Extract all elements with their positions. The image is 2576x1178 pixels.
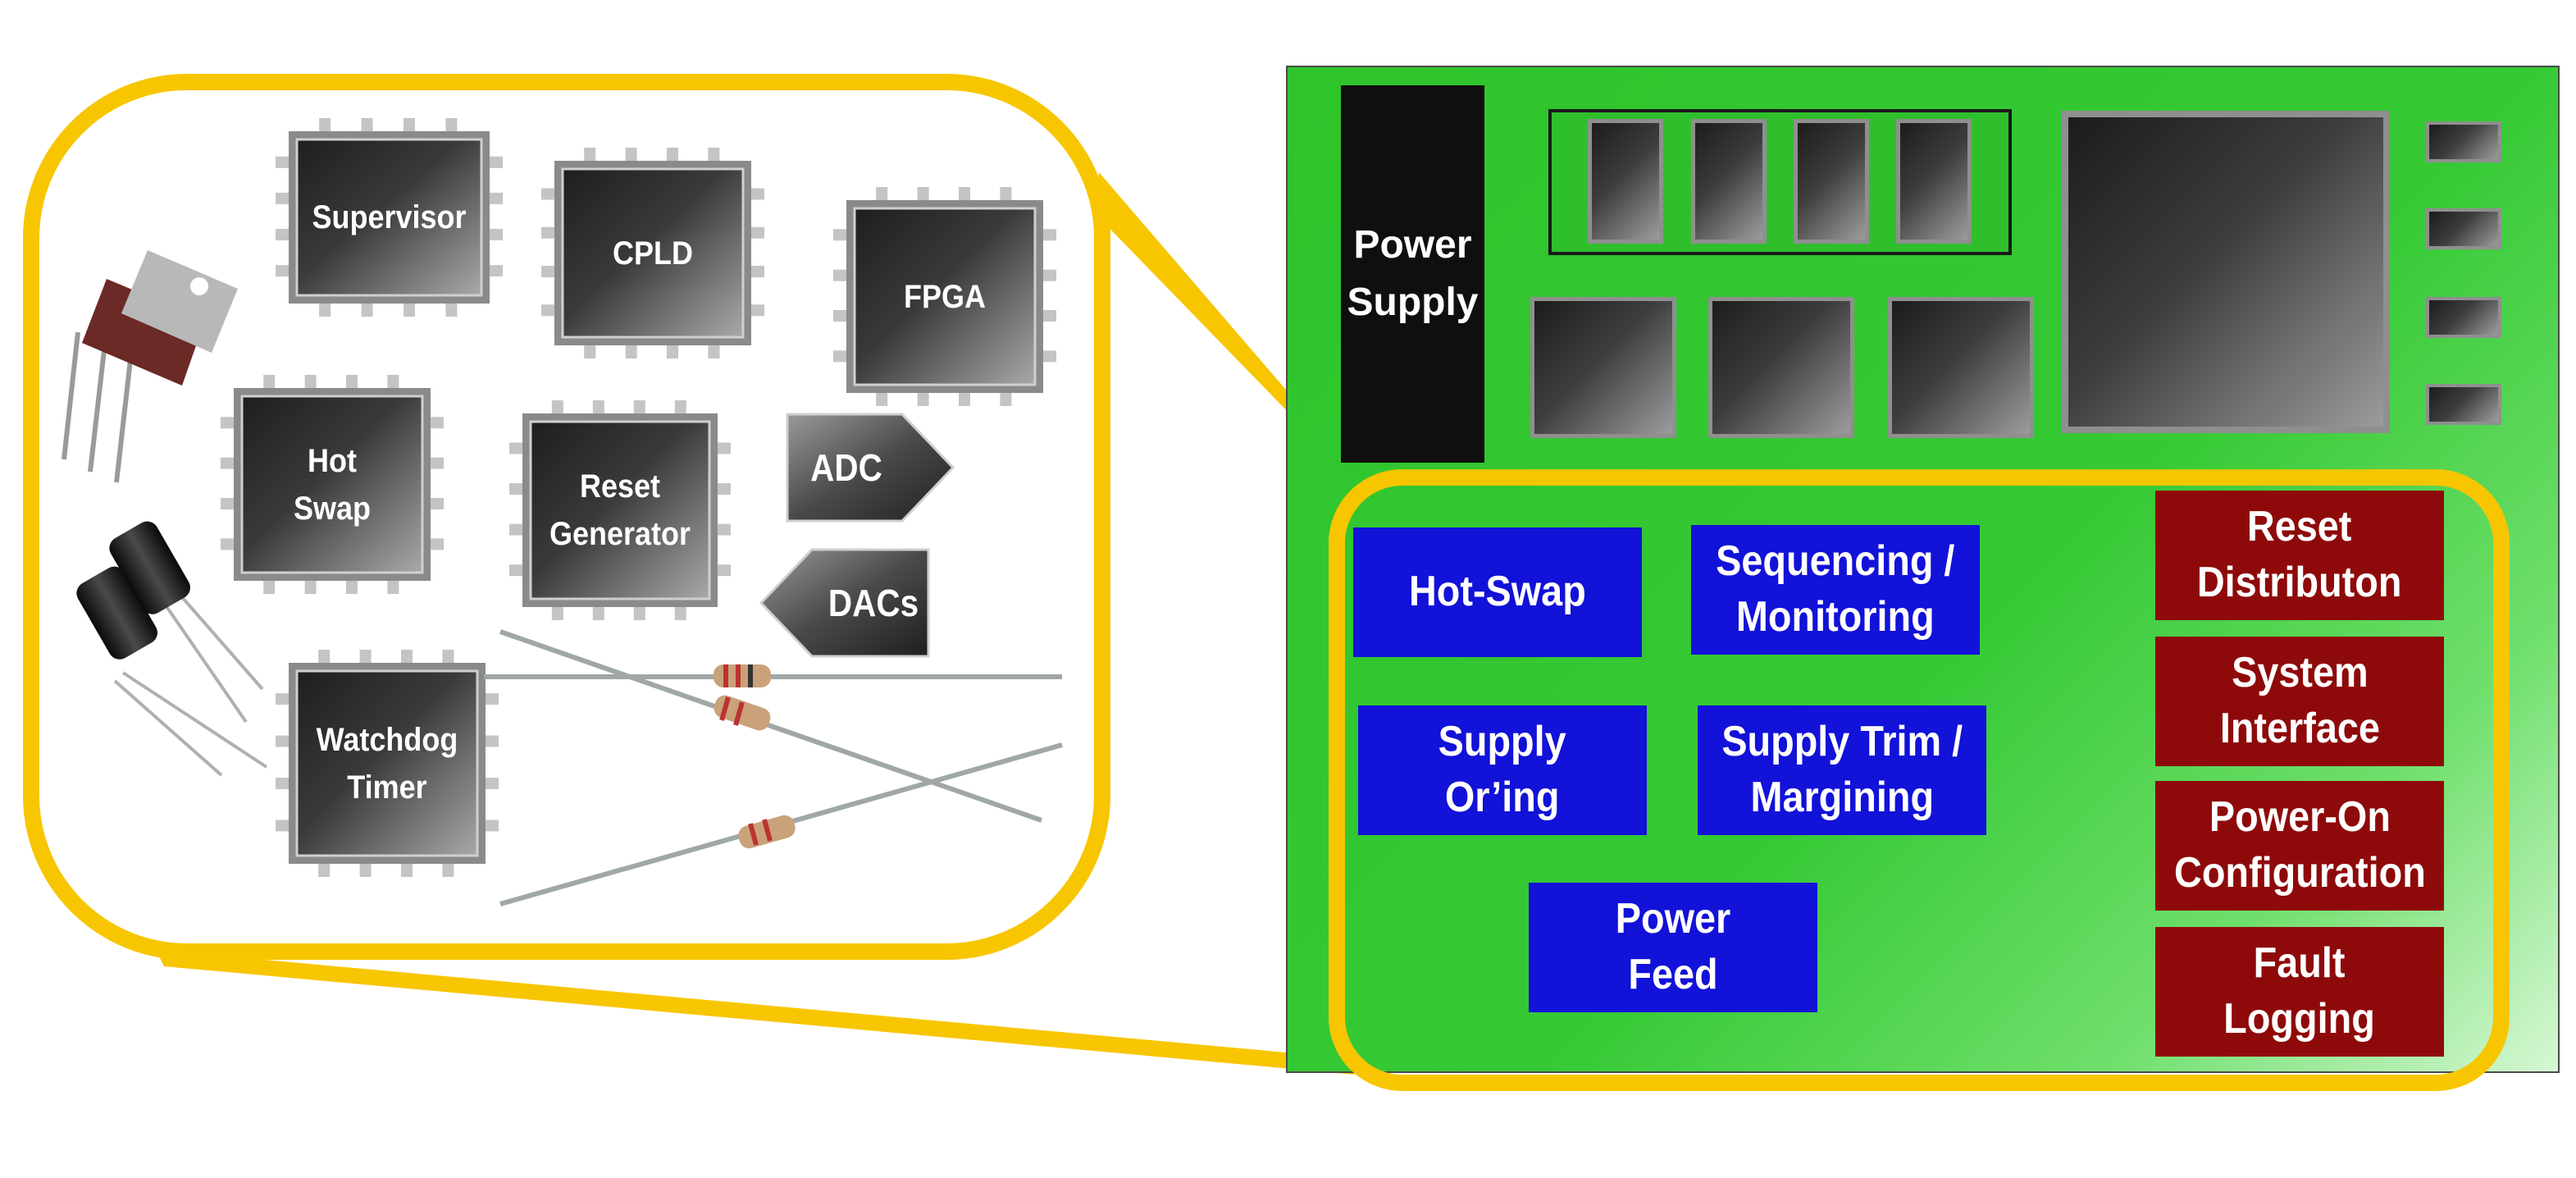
board-chip [1888,297,2034,438]
adc-label: ADC [810,446,882,489]
board-chip [1708,297,1854,438]
dacs-arrow-shape [759,548,930,658]
fpga-chip [833,187,1056,406]
memory-chip [1896,119,1972,244]
capacitor-icon [76,521,268,777]
reset-generator-chip-label: Reset Generator [549,468,691,552]
hot-swap-chip-label: Hot Swap [293,442,372,527]
cpld-chip [541,148,764,358]
connector-chip [2426,208,2501,249]
supervisor-chip [276,118,503,317]
memory-chip [1588,119,1663,244]
resistor-icon [484,629,1063,906]
fault-logging-block: Fault Logging [2155,927,2444,1057]
adc-arrow-shape [786,413,955,523]
reset-distribution-block: Reset Distributon [2155,491,2444,620]
watchdog-timer-chip [276,650,499,877]
watchdog-timer-chip-label: Watchdog Timer [316,721,458,806]
memory-chip [1794,119,1869,244]
power-on-configuration-block: Power-On Configuration [2155,781,2444,911]
connector-chip [2426,297,2501,338]
hot-swap-block: Hot-Swap [1353,527,1642,657]
power-feed-block: Power Feed [1529,883,1817,1012]
supply-oring-block: Supply Or’ing [1358,705,1647,835]
supply-trim-margining-block: Supply Trim / Margining [1698,705,1986,835]
reset-generator-chip [509,400,731,620]
board-chip [1530,297,1676,438]
voltage-regulator-icon [62,250,238,483]
dacs-label: DACs [828,582,919,624]
memory-chip [1691,119,1767,244]
supervisor-chip-label: Supervisor [312,199,467,235]
connector-chip [2426,121,2501,162]
fpga-chip-label: FPGA [903,278,987,315]
hot-swap-chip [221,375,444,594]
power-supply-block: Power Supply [1341,85,1484,463]
cpld-chip-label: CPLD [612,235,693,272]
sequencing-monitoring-block: Sequencing / Monitoring [1691,525,1980,655]
processor-chip [2062,111,2390,433]
system-interface-block: System Interface [2155,637,2444,766]
connector-chip [2426,384,2501,425]
